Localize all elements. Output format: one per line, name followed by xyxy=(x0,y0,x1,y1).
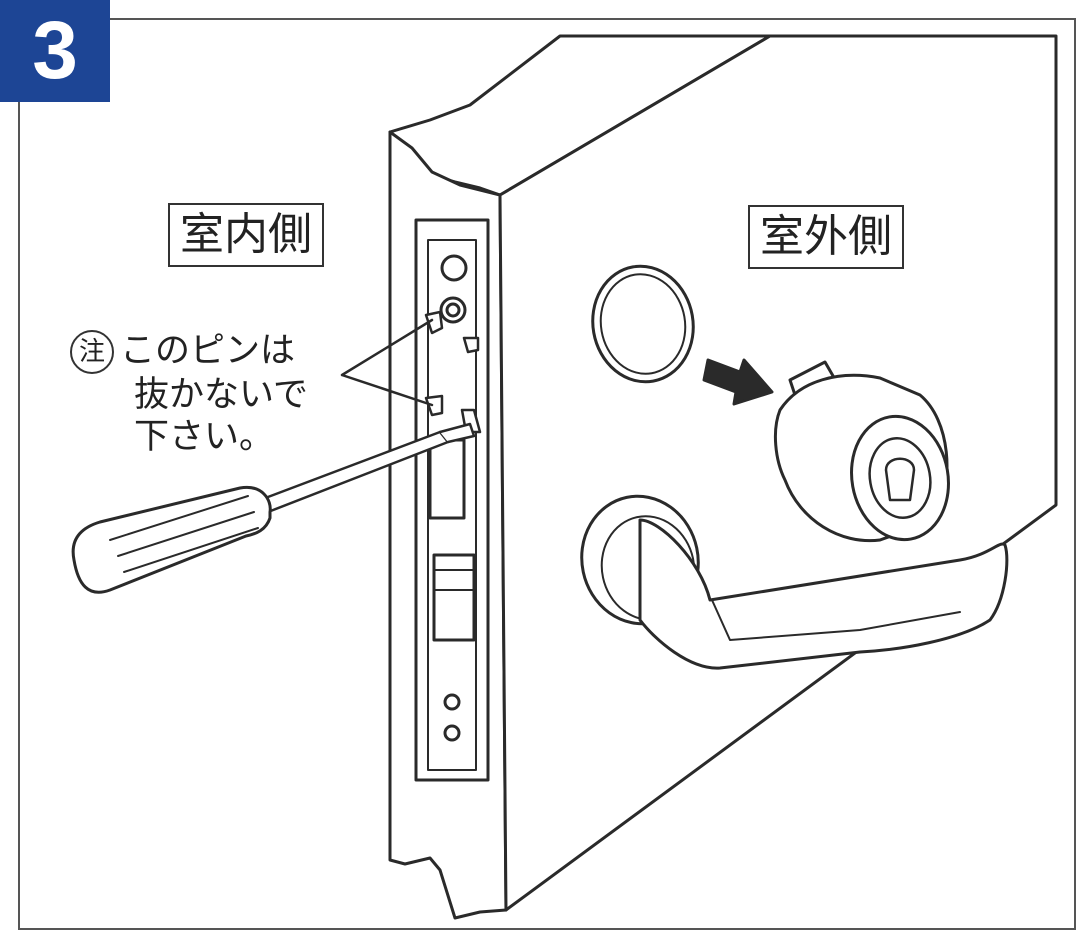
pin-lower-left xyxy=(424,394,444,417)
arrow-right-icon xyxy=(702,358,774,406)
caution-icon: 注 xyxy=(70,330,114,374)
pin-upper-left xyxy=(424,310,444,335)
pin-warning-note: 注このピンは 抜かないで 下さい。 xyxy=(70,330,308,458)
pin-upper-right xyxy=(462,336,480,354)
note-line-2: 抜かないで xyxy=(134,375,308,415)
screwdriver-icon xyxy=(71,422,476,594)
cylinder-hole xyxy=(591,264,695,384)
screw-hole-bottom-1 xyxy=(443,693,461,711)
note-line-3: 下さい。 xyxy=(134,417,275,457)
outdoor-side-label: 室外側 xyxy=(748,205,904,270)
lever-handle-icon xyxy=(580,494,1009,670)
screw-hole-top xyxy=(440,254,468,282)
deadbolt-slot xyxy=(432,553,476,642)
screw-hole-bottom-2 xyxy=(443,724,461,742)
pointer-lines xyxy=(340,318,434,407)
cylinder-icon xyxy=(774,360,950,543)
latch-bolt xyxy=(428,438,466,520)
note-line-1: このピンは xyxy=(120,331,296,371)
door-face xyxy=(498,34,1058,912)
step-badge: 3 xyxy=(0,0,110,102)
indoor-side-label: 室内側 xyxy=(168,203,324,268)
